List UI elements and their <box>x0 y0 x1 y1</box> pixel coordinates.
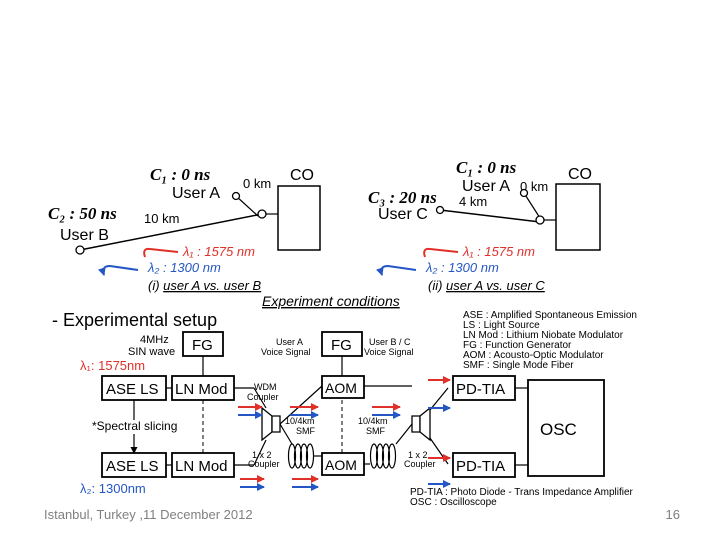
panel-i-dist-b: 10 km <box>144 211 179 226</box>
wdm-coupler-label: WDM <box>254 382 277 392</box>
smf-right-label-2: SMF <box>366 426 386 436</box>
panel-i-caption-prefix: (i) <box>148 278 163 293</box>
sin-wave-label-2: SIN wave <box>128 346 175 358</box>
spectral-slicing-label: *Spectral slicing <box>92 419 177 433</box>
setup-title: - Experimental setup <box>52 310 217 330</box>
panel-i-user-b-node <box>75 245 85 255</box>
fg-right-label: FG <box>331 337 352 354</box>
coupler-right-shape <box>411 415 421 433</box>
lambda2-setup-label: λ₂: 1300nm <box>80 481 146 496</box>
smf-right-label: 10/4km <box>358 416 388 426</box>
pd-tia-bottom-label: PD-TIA <box>456 458 505 475</box>
ln-mod-bottom-label: LN Mod <box>175 458 228 475</box>
legend-item: SMF : Single Mode Fiber <box>463 360 574 371</box>
experiment-conditions-heading: Experiment conditions <box>262 293 400 309</box>
ase-ls-top-label: ASE LS <box>106 381 159 398</box>
legend-item: FG : Function Generator <box>463 340 572 351</box>
coupler-right-label-2: Coupler <box>404 459 436 469</box>
panel-i-lambda2-arrow <box>97 264 139 276</box>
ase-ls-top-box <box>101 375 167 401</box>
panel-ii-user-c-node <box>435 205 445 215</box>
aom-top-label: AOM <box>325 380 357 396</box>
panel-ii-user-c-label: User C <box>378 206 428 223</box>
coupler-left-shape <box>261 406 273 442</box>
panel-ii-co-label: CO <box>568 166 592 183</box>
panel-ii-user-a-node <box>519 188 529 198</box>
coupler-left-label: 1 x 2 <box>252 450 272 460</box>
panel-i-branch-a <box>235 195 259 217</box>
pd-tia-top-label: PD-TIA <box>456 381 505 398</box>
footnote-osc: OSC : Oscilloscope <box>410 497 497 508</box>
voice-bc-label: User B / C <box>369 337 411 347</box>
footnote-pd-tia: PD-TIA : Photo Diode - Trans Impedance A… <box>410 487 634 498</box>
abbreviation-legend: ASE : Amplified Spontaneous Emission LS … <box>463 310 637 371</box>
panel-ii-lambda1-label: λ₁ : 1575 nm <box>462 244 535 259</box>
panel-i-c2-label: C₂ : 50 ns <box>48 204 117 223</box>
panel-ii-lambda2-arrow <box>375 264 417 276</box>
coupler-left-label-2: Coupler <box>248 459 280 469</box>
panel-i-c1-label: C₁ : 0 ns <box>150 165 211 184</box>
panel-i-user-a-label: User A <box>172 185 220 202</box>
panel-ii-co-box <box>555 183 601 251</box>
panel-i: C₁ : 0 ns User A C₂ : 50 ns User B 0 km … <box>48 165 321 293</box>
aom-bottom-label: AOM <box>325 457 357 473</box>
panel-i-co-box <box>277 185 321 251</box>
coupler-right-label: 1 x 2 <box>408 450 428 460</box>
legend-item: LN Mod : Lithium Niobate Modulator <box>463 330 624 341</box>
footer-page-number: 16 <box>665 507 680 522</box>
panel-ii-user-a-label: User A <box>462 178 510 195</box>
panel-i-caption: (i) user A vs. user B <box>148 278 262 293</box>
panel-i-coupler-node <box>257 209 267 219</box>
legend-item: ASE : Amplified Spontaneous Emission <box>463 310 637 321</box>
panel-i-lambda1-arrow <box>143 247 179 258</box>
panel-ii-lambda1-arrow <box>423 247 459 258</box>
ln-mod-top-label: LN Mod <box>175 381 228 398</box>
voice-bc-label-2: Voice Signal <box>364 347 414 357</box>
panel-i-co-label: CO <box>290 167 314 184</box>
smf-left-coil <box>287 443 315 469</box>
panel-ii-caption-prefix: (ii) <box>428 278 446 293</box>
panel-i-dist-a: 0 km <box>243 176 271 191</box>
panel-ii-fiber-line <box>439 209 541 223</box>
panel-i-user-a-node <box>231 191 241 201</box>
panel-ii-caption: (ii) user A vs. user C <box>428 278 545 293</box>
legend-item: LS : Light Source <box>463 320 540 331</box>
panel-ii: C₁ : 0 ns User A C₃ : 20 ns User C 0 km … <box>368 158 601 293</box>
panel-ii-branch-a <box>523 192 541 219</box>
lambda1-setup-label: λ₁: 1575nm <box>80 358 145 373</box>
panel-ii-caption-text: user A vs. user C <box>446 278 545 293</box>
panel-i-lambda2-label: λ₂ : 1300 nm <box>147 260 221 275</box>
panel-ii-dist-c: 4 km <box>459 194 487 209</box>
panel-ii-lambda2-label: λ₂ : 1300 nm <box>425 260 499 275</box>
panel-i-lambda1-label: λ₁ : 1575 nm <box>182 244 255 259</box>
ase-ls-bottom-label: ASE LS <box>106 458 159 475</box>
footer-location-date: Istanbul, Turkey ,11 December 2012 <box>44 507 253 522</box>
osc-box <box>527 379 605 477</box>
smf-left-label-2: SMF <box>296 426 316 436</box>
fg-left-label: FG <box>192 337 213 354</box>
panel-ii-c3-label: C₃ : 20 ns <box>368 188 437 207</box>
pd-tia-bottom-box <box>452 452 516 478</box>
panel-i-caption-text: user A vs. user B <box>163 278 261 293</box>
voice-a-label: User A <box>276 337 303 347</box>
wdm-coupler-label-2: Coupler <box>247 392 279 402</box>
setup-diagram: 4MHz SIN wave λ₁: 1575nm FG FG User A Vo… <box>80 331 634 508</box>
smf-right-coil <box>369 443 397 469</box>
voice-a-label-2: Voice Signal <box>261 347 311 357</box>
osc-label: OSC <box>540 420 577 439</box>
panel-i-fiber-line <box>79 213 263 251</box>
panel-ii-c1-label: C₁ : 0 ns <box>456 158 517 177</box>
panel-i-user-b-label: User B <box>60 227 109 244</box>
legend-item: AOM : Acousto-Optic Modulator <box>463 350 604 361</box>
aom-top-box <box>321 375 365 399</box>
fg-left-box <box>182 331 224 357</box>
sin-wave-label: 4MHz <box>140 334 169 346</box>
smf-left-label: 10/4km <box>285 416 315 426</box>
panel-ii-coupler-node <box>535 215 545 225</box>
